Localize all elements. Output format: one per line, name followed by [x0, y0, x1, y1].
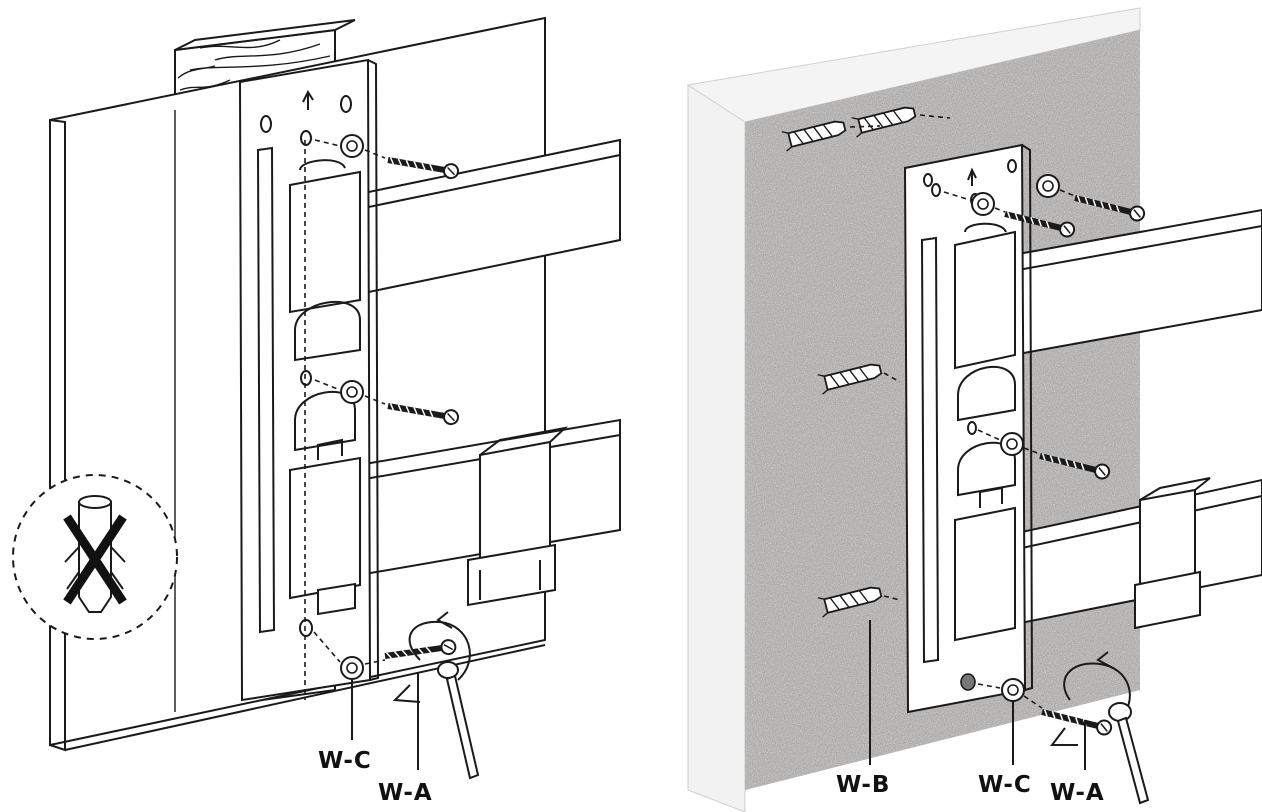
screw-label-left: W-A	[378, 780, 433, 806]
left-panel-arms	[329, 138, 621, 607]
left-panel-fasteners	[313, 134, 459, 680]
washer-label-left: W-C	[318, 748, 372, 774]
left-panel-labels: W-C W-A	[318, 672, 433, 806]
left-panel-socket-wrench	[392, 611, 480, 780]
right-panel-socket-wrench	[1049, 651, 1150, 805]
screw-label-right: W-A	[1050, 780, 1105, 806]
no-anchor-warning-icon	[12, 474, 178, 640]
right-panel-fasteners	[943, 174, 1146, 736]
anchor-label-right: W-B	[836, 772, 890, 798]
left-panel-wall-plate	[238, 58, 380, 702]
right-panel-wall-plate	[903, 143, 1034, 714]
washer-label-right: W-C	[978, 772, 1032, 798]
right-panel-labels: W-B W-C W-A	[836, 620, 1105, 806]
